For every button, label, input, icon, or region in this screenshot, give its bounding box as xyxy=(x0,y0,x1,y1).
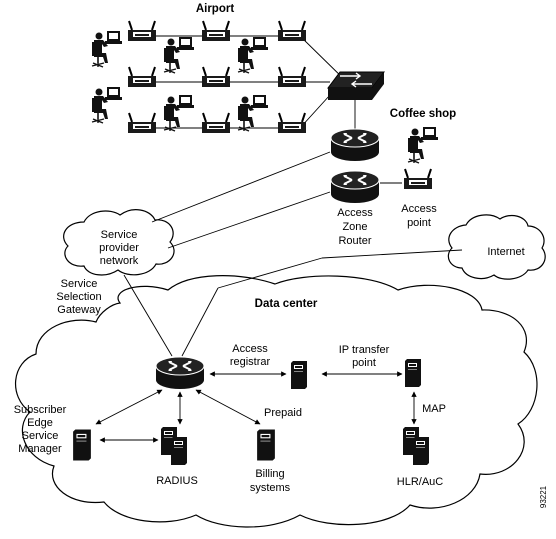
user-workstation-icon xyxy=(91,86,123,124)
access-zone-router-label-3: Router xyxy=(338,235,371,247)
data-center-label: Data center xyxy=(255,298,318,310)
access-point-icon xyxy=(277,20,307,42)
coffee-shop-label: Coffee shop xyxy=(390,108,456,120)
prepaid-label: Prepaid xyxy=(264,407,302,419)
internet-cloud xyxy=(447,214,546,280)
airport-users xyxy=(91,30,269,132)
service-provider-cloud xyxy=(63,209,175,276)
hlr-auc-label: HLR/AuC xyxy=(397,476,444,488)
radius-server-icon xyxy=(171,437,187,465)
sesm-label-2: Edge xyxy=(27,417,53,429)
billing-server-icon xyxy=(257,429,275,461)
access-zone-router-label-1: Access xyxy=(337,207,373,219)
router-icon xyxy=(330,128,380,162)
access-point-icon xyxy=(127,20,157,42)
ip-transfer-label-2: point xyxy=(352,357,376,369)
access-point-icon xyxy=(201,20,231,42)
access-zone-router-label-2: Zone xyxy=(342,221,367,233)
access-point-icon xyxy=(201,112,231,134)
service-provider-label-1: Service xyxy=(101,229,138,241)
billing-label-1: Billing xyxy=(255,468,284,480)
ssg-label-3: Gateway xyxy=(57,304,101,316)
access-point-icon xyxy=(277,66,307,88)
access-registrar-server-icon xyxy=(291,361,307,389)
sesm-label-4: Manager xyxy=(18,443,62,455)
access-point-label-2: point xyxy=(407,217,431,229)
access-point-label-1: Access xyxy=(401,203,437,215)
access-point-icon xyxy=(277,112,307,134)
ip-transfer-point-server-icon xyxy=(405,359,421,387)
airport-label: Airport xyxy=(196,3,235,15)
ip-transfer-label-1: IP transfer xyxy=(339,344,390,356)
access-point-icon xyxy=(403,168,433,190)
sesm-label-3: Service xyxy=(22,430,59,442)
billing-label-2: systems xyxy=(250,482,291,494)
access-point-icon xyxy=(127,66,157,88)
figure-id-label: 93221 xyxy=(539,485,548,508)
user-workstation-icon xyxy=(163,36,195,74)
access-zone-router-icon xyxy=(330,170,380,204)
sesm-label-1: Subscriber xyxy=(14,404,67,416)
user-workstation-icon xyxy=(407,126,439,164)
user-workstation-icon xyxy=(237,94,269,132)
ssg-label-1: Service xyxy=(61,278,98,290)
ssg-label-2: Selection xyxy=(56,291,101,303)
internet-label: Internet xyxy=(487,246,524,258)
hlr-server-icon xyxy=(413,437,429,465)
switch-icon xyxy=(327,71,385,100)
user-workstation-icon xyxy=(91,30,123,68)
access-registrar-label-2: registrar xyxy=(230,356,271,368)
sesm-server-icon xyxy=(73,429,91,461)
service-provider-label-3: network xyxy=(100,255,139,267)
radius-label: RADIUS xyxy=(156,475,198,487)
access-point-icon xyxy=(201,66,231,88)
service-provider-label-2: provider xyxy=(99,242,139,254)
user-workstation-icon xyxy=(163,94,195,132)
ssg-router-icon xyxy=(155,356,205,390)
data-center-cloud xyxy=(15,275,538,528)
access-registrar-label-1: Access xyxy=(232,343,268,355)
map-label: MAP xyxy=(422,403,446,415)
user-workstation-icon xyxy=(237,36,269,74)
airport-access-points xyxy=(127,20,307,134)
arrows xyxy=(95,371,417,443)
access-point-icon xyxy=(127,112,157,134)
